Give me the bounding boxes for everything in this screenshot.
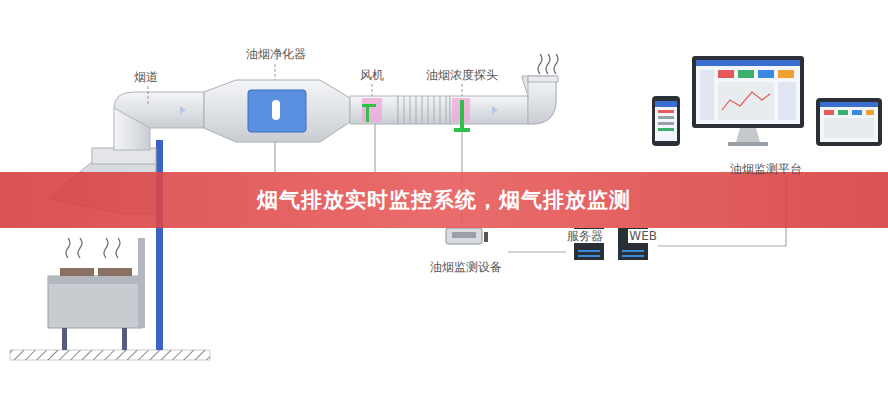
monitoring-device: 油烟监测设备 [424,226,508,274]
part-label: 油烟浓度探头 [424,68,500,82]
node-label: 油烟监测设备 [430,260,502,274]
title-banner: 烟气排放实时监控系统，烟气排放监测 [0,172,888,228]
part-label: 烟道 [132,70,160,84]
node-label: WEB [628,229,658,243]
monitoring-platform: 油烟监测平台 [648,50,884,176]
node-label: 服务器 [566,229,604,243]
node-label: 油烟监测平台 [730,162,802,176]
banner-title: 烟气排放实时监控系统，烟气排放监测 [257,186,631,214]
part-label: 油烟净化器 [244,47,308,61]
part-label: 风机 [358,68,386,82]
server-rack: 服务器 WEB [566,229,658,262]
data-link [508,251,566,252]
